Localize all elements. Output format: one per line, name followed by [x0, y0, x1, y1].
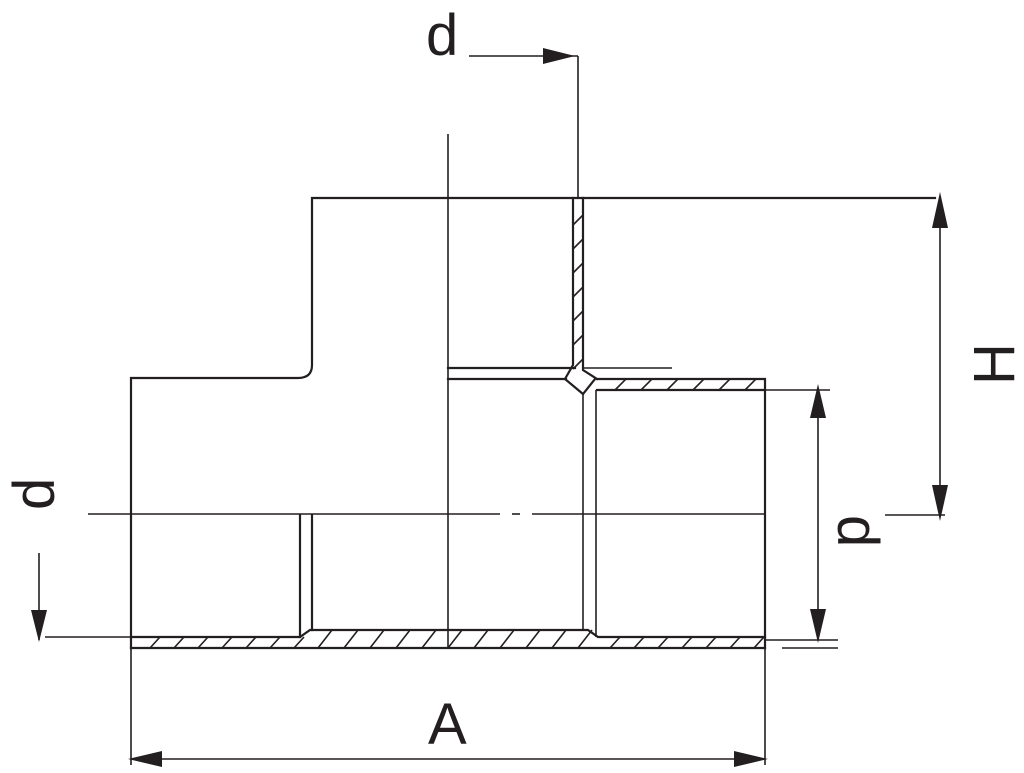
hatch-line [705, 636, 717, 649]
dimension-label-top-d: d [426, 3, 458, 68]
dimension-label-A: A [428, 692, 467, 757]
hatch-line [149, 636, 161, 649]
hatch-line [572, 286, 584, 298]
dimension-H: H [885, 192, 1024, 521]
hatch-line [744, 378, 757, 391]
hatch-line [173, 636, 185, 649]
hatch-line [666, 378, 679, 391]
hatch-line [499, 629, 515, 649]
dimension-right-d: d [765, 384, 890, 649]
hatch-line [572, 310, 584, 322]
dimension-left-d: d [2, 478, 131, 642]
hatch-line [614, 378, 627, 391]
hatch-line [551, 629, 567, 649]
hatch-line [245, 636, 257, 649]
hatch-line [369, 629, 385, 649]
bottom-wall [129, 628, 767, 649]
inner-run [298, 366, 672, 639]
hatch-line [269, 636, 281, 649]
hatch-line [640, 378, 653, 391]
hatch-line [293, 636, 305, 649]
hatch-line [609, 636, 621, 649]
hatch-line [572, 262, 584, 274]
hatch-line [473, 629, 489, 649]
upper-right-wall [595, 378, 767, 392]
hatch-line [221, 636, 233, 649]
tee-outline [129, 196, 937, 650]
hatch-line [729, 636, 741, 649]
hatch-line [343, 629, 359, 649]
hatch-line [421, 629, 437, 649]
hatch-line [447, 629, 463, 649]
hatch-line [718, 378, 731, 391]
hatch-line [525, 629, 541, 649]
dimension-label-right-d: d [825, 515, 890, 547]
dimension-A: A [128, 648, 768, 767]
hatch-line [577, 629, 593, 649]
center-lines [88, 134, 765, 648]
dimension-top-d: d [426, 3, 579, 198]
hatch-line [317, 629, 333, 649]
dimension-label-H: H [962, 343, 1024, 385]
dimension-label-left-d: d [2, 478, 67, 510]
hatch-line [572, 334, 584, 346]
hatch-line [395, 629, 411, 649]
hatch-line [681, 636, 693, 649]
branch-wall [563, 196, 599, 637]
hatch-line [753, 636, 765, 649]
hatch-line [633, 636, 645, 649]
hatch-line [572, 214, 584, 226]
hatch-line [657, 636, 669, 649]
hatch-line [692, 378, 705, 391]
hatch-line [197, 636, 209, 649]
hatch-line [572, 238, 584, 250]
